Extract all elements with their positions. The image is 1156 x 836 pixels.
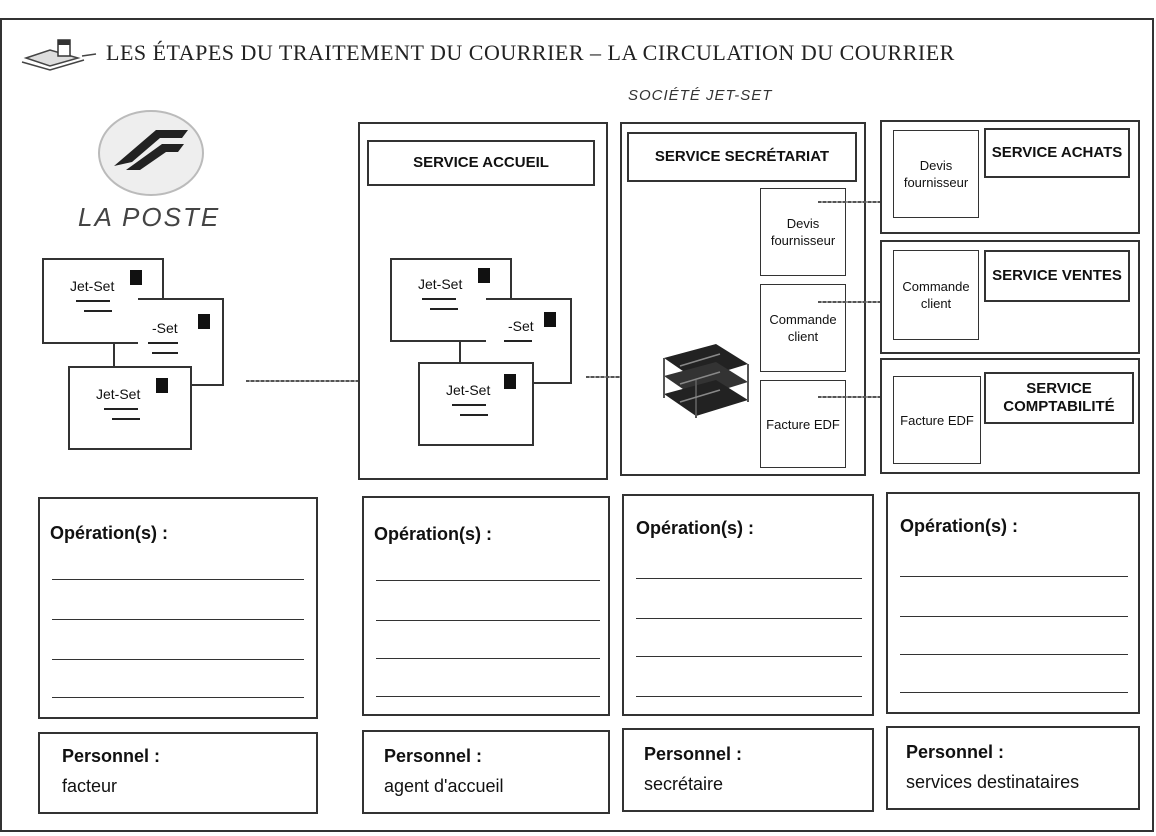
page-title: LES ÉTAPES DU TRAITEMENT DU COURRIER – L… xyxy=(106,40,955,65)
service-achats-header: SERVICE ACHATS xyxy=(984,128,1130,178)
answer-line xyxy=(636,656,862,657)
personnel-label: Personnel : xyxy=(906,742,1005,762)
personnel-value: services destinataires xyxy=(906,772,1080,792)
stamp-icon xyxy=(130,270,142,285)
connector-line xyxy=(459,342,461,364)
service-secretariat-header: SERVICE SECRÉTARIAT xyxy=(627,132,857,182)
personnel-label: Personnel : xyxy=(62,746,161,766)
connector-line xyxy=(113,344,115,368)
answer-line xyxy=(900,616,1128,617)
operations-box: Opération(s) : xyxy=(622,494,874,716)
operations-label: Opération(s) : xyxy=(50,523,169,543)
answer-line xyxy=(900,654,1128,655)
stamp-icon xyxy=(504,374,516,389)
personnel-value: facteur xyxy=(62,776,118,796)
service-ventes-header: SERVICE VENTES xyxy=(984,250,1130,302)
envelope-label: -Set xyxy=(508,318,534,334)
answer-line xyxy=(52,659,304,660)
flow-arrow xyxy=(246,376,371,386)
address-line xyxy=(104,408,138,410)
address-line xyxy=(152,352,178,354)
stamp-icon xyxy=(198,314,210,329)
letter-tray-icon xyxy=(663,344,749,418)
service-accueil-header: SERVICE ACCUEIL xyxy=(367,140,595,186)
personnel-label: Personnel : xyxy=(644,744,743,764)
personnel-value: agent d'accueil xyxy=(384,776,504,796)
answer-line xyxy=(52,697,304,698)
answer-line xyxy=(636,578,862,579)
stamp-icon xyxy=(478,268,490,283)
address-line xyxy=(112,418,140,420)
company-name: SOCIÉTÉ JET-SET xyxy=(628,87,773,104)
personnel-box: Personnel : services destinataires xyxy=(886,726,1140,810)
mail-sorting-icon xyxy=(21,39,97,71)
envelope-label: Jet-Set xyxy=(70,278,115,294)
address-line xyxy=(452,404,486,406)
personnel-label: Personnel : xyxy=(384,746,483,766)
address-line xyxy=(84,310,112,312)
page-frame xyxy=(0,18,1154,832)
operations-label: Opération(s) : xyxy=(374,524,493,544)
envelope: Jet-Set xyxy=(418,362,534,446)
operations-label: Opération(s) : xyxy=(900,516,1019,536)
envelope: Jet-Set xyxy=(68,366,192,450)
la-poste-logo xyxy=(98,110,204,196)
envelope-label: -Set xyxy=(152,320,178,336)
personnel-value: secrétaire xyxy=(644,774,724,794)
envelope-label: Jet-Set xyxy=(418,276,463,292)
address-line xyxy=(76,300,110,302)
answer-line xyxy=(376,580,600,581)
answer-line xyxy=(636,618,862,619)
address-line xyxy=(460,414,488,416)
operations-label: Opération(s) : xyxy=(636,518,755,538)
flow-arrow xyxy=(818,297,895,307)
address-line xyxy=(430,308,458,310)
document-facture: Facture EDF xyxy=(893,376,981,464)
answer-line xyxy=(376,696,600,697)
answer-line xyxy=(376,620,600,621)
stamp-icon xyxy=(544,312,556,327)
answer-line xyxy=(900,576,1128,577)
operations-box: Opération(s) : xyxy=(362,496,610,716)
service-comptabilite-header: SERVICE COMPTABILITÉ xyxy=(984,372,1134,424)
answer-line xyxy=(900,692,1128,693)
envelope-label: Jet-Set xyxy=(446,382,491,398)
document-commande: Commande client xyxy=(893,250,979,340)
answer-line xyxy=(52,579,304,580)
stamp-icon xyxy=(156,378,168,393)
address-line xyxy=(422,298,456,300)
personnel-box: Personnel : agent d'accueil xyxy=(362,730,610,814)
document-facture: Facture EDF xyxy=(760,380,846,468)
address-line xyxy=(148,342,178,344)
answer-line xyxy=(52,619,304,620)
operations-box: Opération(s) : xyxy=(886,492,1140,714)
personnel-box: Personnel : secrétaire xyxy=(622,728,874,812)
personnel-box: Personnel : facteur xyxy=(38,732,318,814)
document-commande: Commande client xyxy=(760,284,846,372)
la-poste-label: LA POSTE xyxy=(78,202,221,232)
answer-line xyxy=(636,696,862,697)
document-devis: Devis fournisseur xyxy=(893,130,979,218)
envelope-label: Jet-Set xyxy=(96,386,141,402)
operations-box: Opération(s) : xyxy=(38,497,318,719)
answer-line xyxy=(376,658,600,659)
address-line xyxy=(504,340,532,342)
